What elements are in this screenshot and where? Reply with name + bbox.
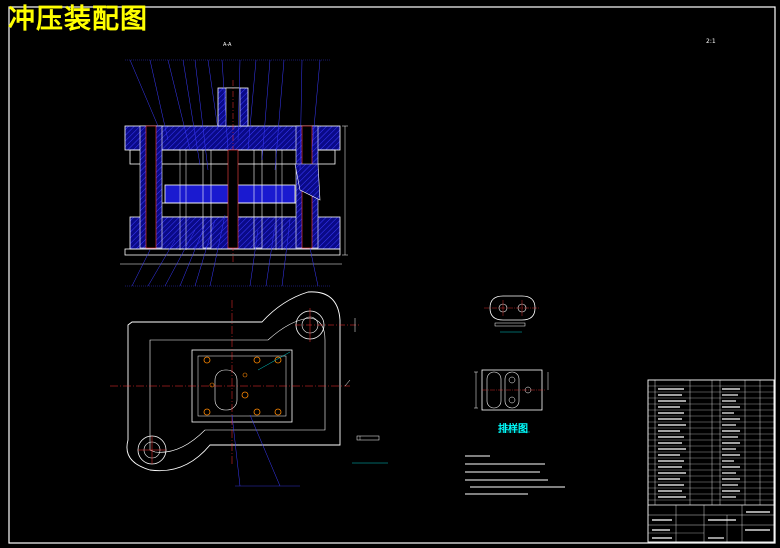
part-view — [484, 295, 540, 333]
plan-view — [110, 291, 388, 487]
title-block — [647, 379, 775, 543]
strip-layout-caption: 排样图 — [498, 424, 528, 435]
title-block-text — [652, 388, 770, 539]
section-view — [120, 59, 348, 287]
drawing-title: 冲压装配图 — [8, 4, 148, 35]
section-label: A-A — [223, 42, 232, 48]
scale-note: 2:1 — [706, 38, 716, 45]
strip-layout — [474, 369, 549, 433]
sheet-border — [8, 6, 776, 544]
